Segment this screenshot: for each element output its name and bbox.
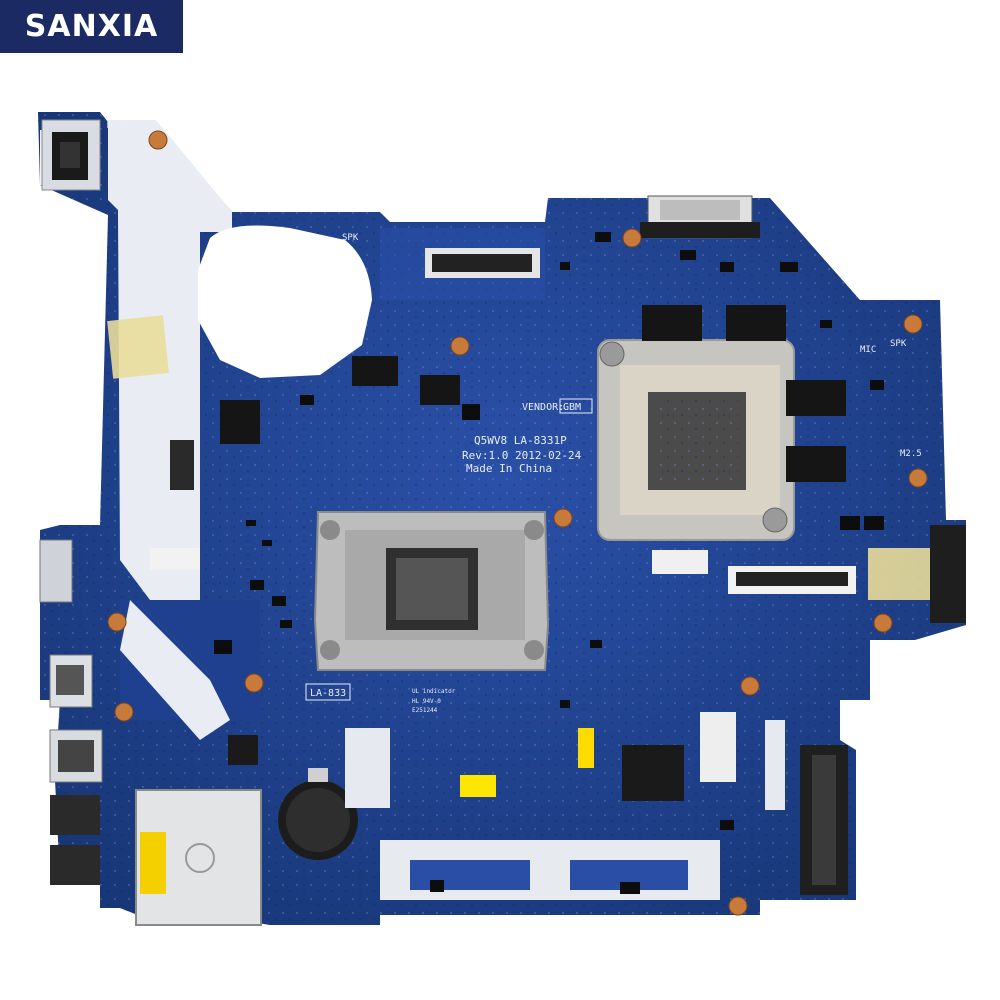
board-revision: Rev:1.0 2012-02-24 [462, 449, 582, 462]
ul-number: E251244 [412, 707, 438, 714]
silk-m2-5-right: M2.5 [900, 449, 922, 459]
silk-m2-5-top: M2.5 [107, 121, 129, 131]
board-label-tag: LA-833 [310, 688, 346, 699]
brand-badge: SANXIA [0, 0, 183, 53]
silk-spk-right: SPK [890, 339, 907, 349]
silk-spk-top: SPK [342, 233, 359, 243]
ul-rating: HL 94V-0 [412, 698, 441, 705]
silk-mic: MIC [860, 345, 876, 355]
brand-label: SANXIA [24, 9, 159, 44]
ul-indicator: UL indicator [412, 688, 456, 695]
vendor-prefix: VENDOR: [522, 402, 564, 413]
board-origin: Made In China [466, 462, 552, 475]
vendor-name: GBM [563, 402, 581, 413]
board-cutout [198, 225, 372, 378]
board-model: Q5WV8 LA-8331P [474, 434, 567, 447]
